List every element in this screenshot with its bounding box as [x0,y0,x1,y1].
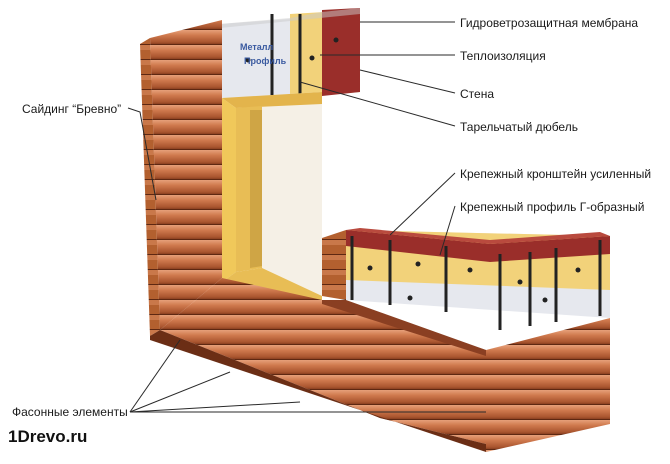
dowel-icon [407,295,413,301]
dowel-icon [542,297,548,303]
right-wall-section [322,228,610,452]
membrane-print-2: Профиль [244,56,287,66]
label-trim: Фасонные элементы [12,405,128,419]
upper-wall-section: Металл Профиль [220,8,360,100]
leader-lines [127,21,486,413]
label-wall: Стена [460,87,495,101]
dowel-icon [333,37,339,43]
siding-left-column [140,20,222,336]
dowel-icon [367,265,373,271]
dowel-icon [467,267,473,273]
dowel-icon [575,267,581,273]
membrane-print-1: Металл [240,42,274,52]
dowel-icon [309,55,315,61]
label-insulation: Теплоизоляция [460,49,546,63]
dowel-icon [517,279,523,285]
label-siding: Сайдинг “Бревно” [22,102,122,116]
label-profile: Крепежный профиль Г-образный [460,200,645,214]
window-opening [222,92,322,302]
dowel-icon [245,57,251,63]
label-dowel: Тарельчатый дюбель [460,120,578,134]
dowel-icon [415,261,421,267]
watermark: 1Drevo.ru [8,427,88,446]
label-bracket: Крепежный кронштейн усиленный [460,167,652,181]
label-membrane: Гидроветрозащитная мембрана [460,16,639,30]
siding-lower-front [150,278,486,452]
